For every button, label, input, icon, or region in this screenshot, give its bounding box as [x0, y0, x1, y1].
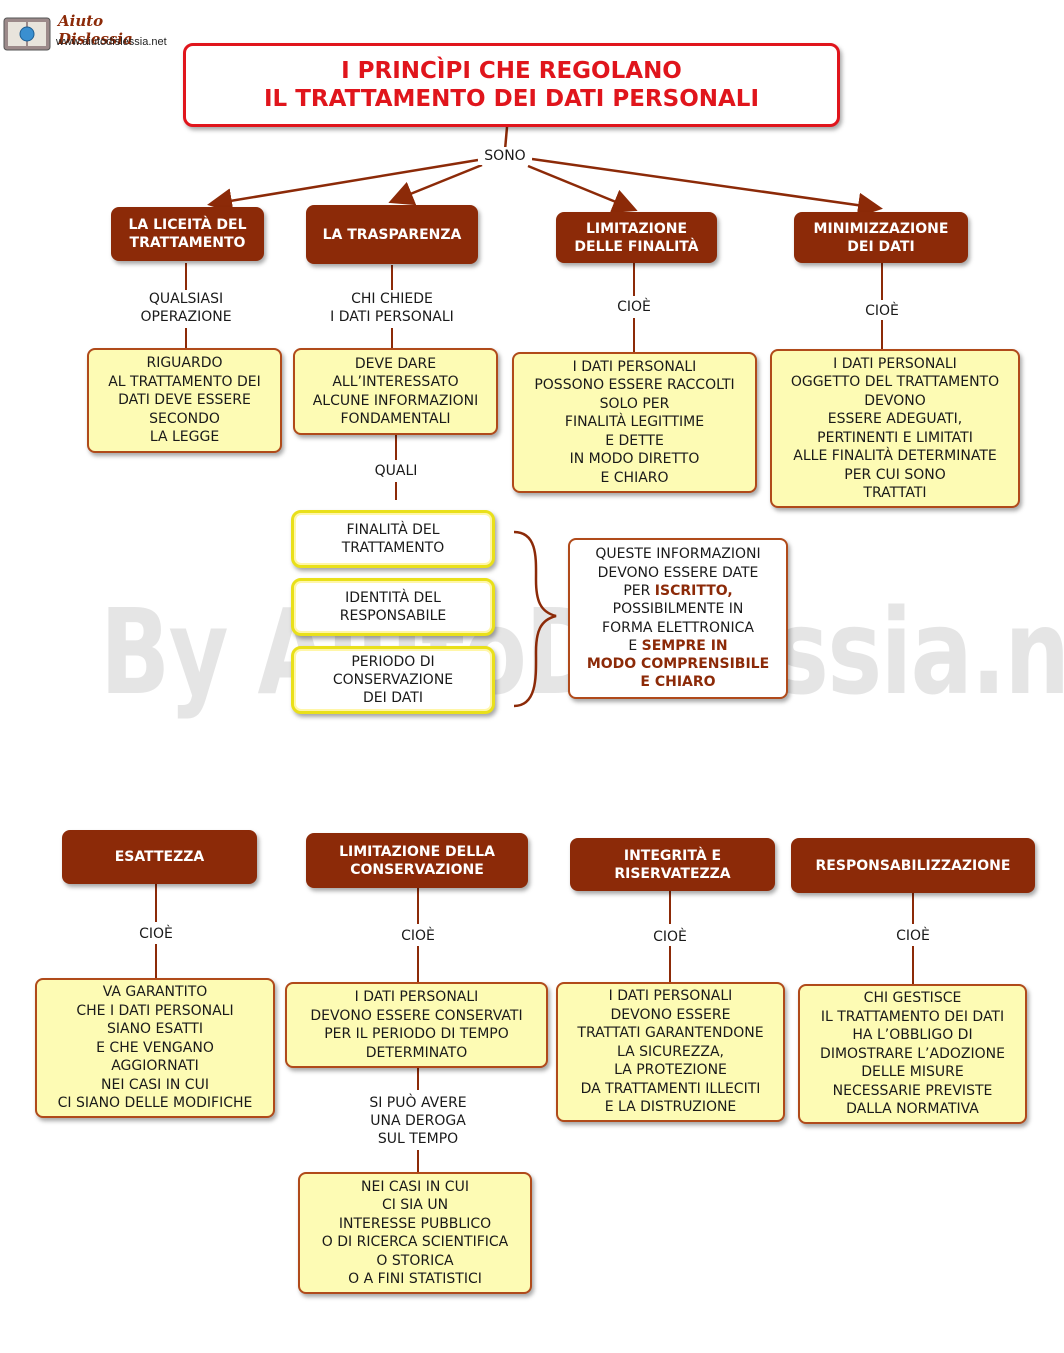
- link-limitazione-conservazione: CIOÈ: [388, 927, 448, 945]
- principle-responsabilizzazione: RESPONSABILIZZAZIONE: [791, 838, 1035, 893]
- info-item-identita: IDENTITÀ DEL RESPONSABILE: [291, 578, 495, 636]
- desc-minimizzazione: I DATI PERSONALI OGGETTO DEL TRATTAMENTO…: [770, 349, 1020, 508]
- desc-limitazione-conservazione: I DATI PERSONALI DEVONO ESSERE CONSERVAT…: [285, 982, 548, 1068]
- desc-trasparenza: DEVE DARE ALL’INTERESSATO ALCUNE INFORMA…: [293, 348, 498, 435]
- info-requirements-box: QUESTE INFORMAZIONI DEVONO ESSERE DATE P…: [568, 538, 788, 699]
- link-quali: QUALI: [364, 462, 428, 480]
- principle-limitazione-conservazione: LIMITAZIONE DELLA CONSERVAZIONE: [306, 833, 528, 888]
- link-liceita: QUALSIASI OPERAZIONE: [118, 290, 254, 326]
- principle-liceita: LA LICEITÀ DEL TRATTAMENTO: [111, 207, 264, 261]
- link-trasparenza: CHI CHIEDE I DATI PERSONALI: [310, 290, 474, 326]
- connector-label-sono: SONO: [478, 147, 532, 165]
- link-esattezza: CIOÈ: [126, 925, 186, 943]
- desc-liceita: RIGUARDO AL TRATTAMENTO DEI DATI DEVE ES…: [87, 348, 282, 453]
- principle-minimizzazione: MINIMIZZAZIONE DEI DATI: [794, 212, 968, 263]
- info-line-4: POSSIBILMENTE IN: [612, 601, 744, 618]
- info-line-8: E CHIARO: [640, 674, 716, 691]
- info-line-6-emphasis: SEMPRE IN: [641, 637, 728, 654]
- logo-url: www.aiutodislessia.net: [56, 36, 167, 48]
- book-icon: [3, 17, 51, 51]
- info-line-2: DEVONO ESSERE DATE: [597, 564, 759, 581]
- info-item-finalita: FINALITÀ DEL TRATTAMENTO: [291, 510, 495, 568]
- desc-deroga: NEI CASI IN CUI CI SIA UN INTERESSE PUBB…: [298, 1172, 532, 1294]
- link-minimizzazione: CIOÈ: [852, 302, 912, 320]
- page-title: I PRINCÌPI CHE REGOLANO IL TRATTAMENTO D…: [183, 43, 840, 127]
- principle-esattezza: ESATTEZZA: [62, 830, 257, 884]
- info-line-7: MODO COMPRENSIBILE: [586, 656, 770, 673]
- link-deroga: SI PUÒ AVERE UNA DEROGA SUL TEMPO: [345, 1094, 491, 1148]
- logo-brand: Aiuto Dislessia: [58, 12, 133, 48]
- info-line-1: QUESTE INFORMAZIONI: [595, 546, 761, 563]
- desc-esattezza: VA GARANTITO CHE I DATI PERSONALI SIANO …: [35, 978, 275, 1118]
- logo: Aiuto Dislessia www.aiutodislessia.net: [2, 10, 182, 58]
- info-line-3-text: PER: [623, 582, 655, 599]
- info-item-periodo: PERIODO DI CONSERVAZIONE DEI DATI: [291, 646, 495, 714]
- title-line-2: IL TRATTAMENTO DEI DATI PERSONALI: [263, 86, 760, 112]
- desc-integrita: I DATI PERSONALI DEVONO ESSERE TRATTATI …: [556, 982, 785, 1122]
- link-responsabilizzazione: CIOÈ: [883, 927, 943, 945]
- info-line-6: E SEMPRE IN: [628, 637, 727, 655]
- info-line-5: FORMA ELETTRONICA: [602, 619, 754, 636]
- info-line-3-emphasis: ISCRITTO,: [654, 582, 733, 599]
- principle-integrita: INTEGRITÀ E RISERVATEZZA: [570, 838, 775, 891]
- principle-limitazione-finalita: LIMITAZIONE DELLE FINALITÀ: [556, 212, 717, 263]
- desc-limitazione-finalita: I DATI PERSONALI POSSONO ESSERE RACCOLTI…: [512, 352, 757, 493]
- link-integrita: CIOÈ: [640, 928, 700, 946]
- info-line-3: PER ISCRITTO,: [623, 582, 732, 600]
- link-limitazione-finalita: CIOÈ: [604, 298, 664, 316]
- info-line-6-text: E: [628, 637, 642, 654]
- desc-responsabilizzazione: CHI GESTISCE IL TRATTAMENTO DEI DATI HA …: [798, 984, 1027, 1124]
- principle-trasparenza: LA TRASPARENZA: [306, 205, 478, 264]
- title-line-1: I PRINCÌPI CHE REGOLANO: [341, 58, 682, 84]
